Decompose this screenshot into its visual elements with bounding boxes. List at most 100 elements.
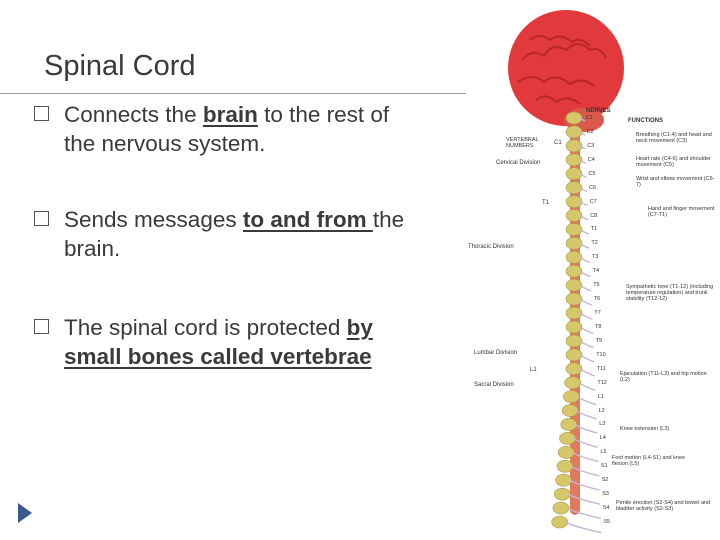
- nerve-label: T1: [590, 226, 598, 233]
- nerve-label: T10: [596, 351, 606, 358]
- vertebra-shape: [565, 278, 583, 292]
- vertebra-shape: [554, 487, 571, 501]
- nerve-fiber: [570, 465, 600, 477]
- nerve-fiber: [566, 507, 601, 520]
- bullet-emphasis: to and from: [242, 207, 373, 232]
- nerve-group: [565, 117, 602, 534]
- vertebra-shape: [563, 390, 580, 403]
- nerves-header: NERVES: [586, 108, 611, 114]
- nerve-label: L5: [600, 449, 607, 456]
- nerve-fiber: [579, 354, 595, 363]
- bullet-item: Connects the brain to the rest of the ne…: [34, 100, 464, 158]
- bullet-text-run: the: [372, 207, 405, 232]
- vertebra-shape: [565, 237, 583, 250]
- nerve-label: C5: [588, 170, 596, 177]
- nerve-label: T3: [592, 254, 599, 261]
- nerve-fiber: [577, 396, 597, 406]
- nerve-label: T6: [593, 296, 601, 303]
- bullet-emphasis-line: small bones called vertebrae: [64, 344, 372, 369]
- nerve-label: C8: [590, 212, 598, 219]
- function-label: Sympathetic tone (T1-12) (including temp…: [626, 284, 714, 302]
- nerve-fiber: [573, 437, 598, 448]
- vertebra-shape: [565, 348, 583, 362]
- nerve-label: T8: [595, 323, 602, 330]
- nerve-fiber: [571, 451, 599, 463]
- vertebra-shape: [565, 251, 583, 264]
- nerve-fiber: [579, 340, 594, 349]
- vertebra-shape: [555, 473, 572, 487]
- next-slide-arrow-icon[interactable]: [18, 503, 32, 523]
- vertebra-shape: [557, 446, 575, 459]
- bullet-text-run: to the rest of: [257, 102, 390, 127]
- function-label: Breathing (C1-4) and head and neck movem…: [636, 132, 712, 144]
- function-label: Heart rate (C4-6) and shoulder movement …: [636, 156, 711, 168]
- nerve-label: S3: [602, 491, 609, 498]
- nerve-fiber: [579, 173, 588, 178]
- vertebra-shape: [565, 209, 583, 222]
- functions-header: FUNCTIONS: [628, 118, 663, 124]
- bullet-checkbox-icon: [34, 319, 49, 334]
- nerve-fiber: [567, 493, 601, 505]
- vertebra-shape: [559, 432, 576, 445]
- vertebra-marker: T1: [542, 200, 550, 206]
- vertebra-shape: [565, 125, 583, 139]
- vertebra-shape: [565, 223, 583, 236]
- nerve-label: C2: [586, 128, 594, 135]
- nerve-label: T11: [596, 365, 606, 372]
- nerve-fiber: [579, 312, 593, 320]
- vertebra-shape: [565, 181, 583, 194]
- nerve-fiber: [579, 326, 594, 335]
- bullet-checkbox-icon: [34, 211, 49, 226]
- nerve-label: T7: [594, 310, 601, 317]
- bullet-text: Sends messages to and from the brain.: [34, 205, 464, 263]
- nerve-label: C7: [589, 198, 597, 205]
- nerve-label: S5: [603, 519, 611, 525]
- bullet-emphasis: brain: [202, 102, 258, 127]
- nerve-label: T9: [595, 337, 603, 344]
- nerve-fiber: [579, 187, 588, 192]
- vertebra-shape: [565, 362, 583, 376]
- bullet-text-run: Connects the: [64, 102, 203, 127]
- nerve-fiber: [579, 159, 587, 164]
- function-label: Hand and finger movement (C7-T1): [648, 206, 715, 218]
- vertebra-shape: [565, 153, 583, 167]
- nerve-fiber: [569, 479, 600, 491]
- nerve-fiber: [579, 228, 589, 235]
- nerve-label: T5: [593, 282, 600, 289]
- division-label: Sacral Division: [474, 382, 514, 388]
- vertebra-shape: [552, 501, 570, 515]
- nerve-label: L4: [599, 435, 606, 442]
- vertebra-shape: [556, 459, 574, 473]
- nerve-fiber: [578, 382, 596, 392]
- spinal-cord-figure: NERVES FUNCTIONS VERTEBRAL NUMBERS Cervi…: [466, 0, 720, 540]
- nerve-label: S2: [601, 477, 609, 484]
- vertebra-shape: [565, 167, 583, 181]
- bullet-item: Sends messages to and from the brain.: [34, 205, 464, 263]
- bullet-text: The spinal cord is protected by small bo…: [34, 313, 464, 371]
- bullet-item: The spinal cord is protected by small bo…: [34, 313, 464, 371]
- nerve-label: C6: [589, 184, 597, 191]
- nerve-fiber: [575, 409, 597, 420]
- slide-title: Spinal Cord: [44, 50, 196, 82]
- spinal-cord-shape: [570, 125, 580, 515]
- vertebra-shape: [565, 306, 583, 320]
- nerve-fiber: [579, 284, 592, 292]
- nerve-label: T12: [597, 379, 607, 386]
- nerve-fiber: [579, 242, 590, 249]
- bullet-checkbox-icon: [34, 106, 49, 121]
- vertebra-shape: [564, 376, 581, 389]
- nerve-label: T4: [592, 268, 600, 275]
- vertebra-shape: [551, 515, 568, 529]
- nerve-label: L2: [598, 407, 605, 414]
- nerve-fiber: [579, 368, 596, 377]
- division-label: Thoracic Division: [468, 244, 514, 250]
- nerve-fiber: [574, 423, 598, 434]
- nerve-label: C4: [587, 156, 595, 163]
- nerve-fiber: [579, 214, 589, 221]
- brain-shape: [508, 10, 624, 126]
- division-label: Cervical Division: [496, 160, 541, 166]
- nerve-label: C1: [586, 115, 594, 121]
- division-label: Lumbar Division: [474, 350, 518, 356]
- bullet-text-line: the nervous system.: [64, 131, 266, 156]
- vertebra-shape: [560, 418, 578, 431]
